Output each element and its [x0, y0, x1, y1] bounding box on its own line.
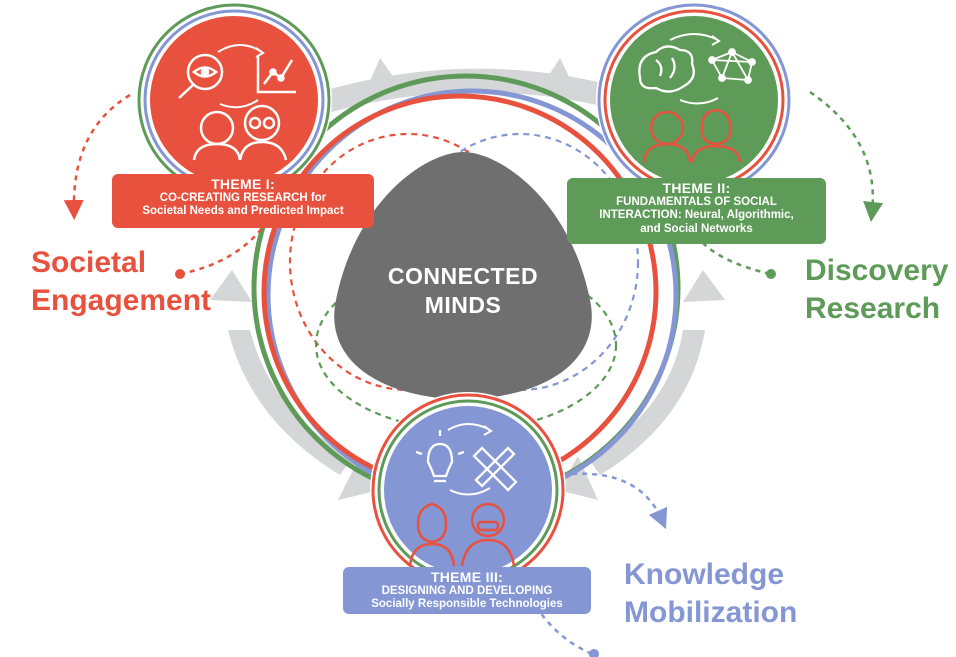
center-shape — [334, 152, 592, 400]
outcome-discovery-research: Discovery Research — [805, 252, 948, 328]
theme2-desc-line2: INTERACTION: Neural, Algorithmic, — [599, 209, 794, 222]
magnifier-eye-icon — [178, 53, 224, 99]
theme3-label-box: THEME III: DESIGNING AND DEVELOPING Soci… — [343, 567, 591, 614]
people-icon — [642, 108, 742, 163]
lightbulb-icon — [415, 430, 465, 483]
theme2-node — [596, 2, 792, 198]
center-title-line1: CONNECTED — [387, 263, 539, 289]
outcome-knowledge-line2: Mobilization — [624, 596, 798, 629]
tools-icon — [472, 446, 518, 492]
theme3-desc-line1: DESIGNING AND DEVELOPING — [381, 585, 553, 598]
brain-icon — [638, 45, 695, 93]
theme3-desc-line2: Socially Responsible Technologies — [371, 598, 563, 611]
arrow-theme1-to-societal — [63, 93, 131, 220]
cycle-arrows-icon — [217, 44, 265, 109]
cycle-arrows-icon — [669, 33, 721, 105]
outcome-discovery-line2: Research — [805, 292, 941, 325]
cycle-arrows-icon — [447, 423, 493, 496]
outcome-knowledge-line1: Knowledge — [624, 558, 785, 591]
outcome-dots — [175, 269, 776, 657]
theme1-label-box: THEME I: CO-CREATING RESEARCH for Societ… — [112, 174, 374, 228]
people-icon — [192, 104, 288, 161]
theme1-title: THEME I: — [211, 176, 275, 192]
theme2-desc-line3: and Social Networks — [640, 222, 753, 235]
outcome-societal-line2: Engagement — [31, 284, 212, 317]
outcome-discovery-line1: Discovery — [805, 254, 949, 287]
people-icon — [408, 502, 516, 567]
theme1-desc-line1: CO-CREATING RESEARCH for — [159, 192, 327, 205]
arrow-theme2-return — [699, 239, 771, 276]
arrow-theme3-to-knowledge — [571, 472, 668, 530]
theme2-label-box: THEME II: FUNDAMENTALS OF SOCIAL INTERAC… — [567, 178, 826, 244]
center-title: CONNECTED MINDS — [358, 262, 568, 320]
theme3-node — [370, 392, 566, 588]
center-title-line2: MINDS — [424, 292, 502, 318]
theme2-title: THEME II: — [662, 180, 731, 196]
outcome-knowledge-mobilization: Knowledge Mobilization — [624, 556, 797, 632]
outcome-societal-line1: Societal — [31, 246, 147, 279]
chart-icon — [256, 56, 296, 94]
network-icon — [708, 48, 756, 84]
theme1-desc-line2: Societal Needs and Predicted Impact — [142, 205, 344, 218]
arrow-theme1-return — [179, 219, 270, 276]
arrow-theme3-return — [538, 611, 593, 656]
theme1-node — [136, 2, 332, 198]
theme2-desc-line1: FUNDAMENTALS OF SOCIAL — [616, 196, 777, 209]
theme3-title: THEME III: — [430, 569, 504, 585]
arrow-theme2-to-discovery — [809, 90, 884, 222]
outcome-societal-engagement: Societal Engagement — [31, 244, 211, 320]
